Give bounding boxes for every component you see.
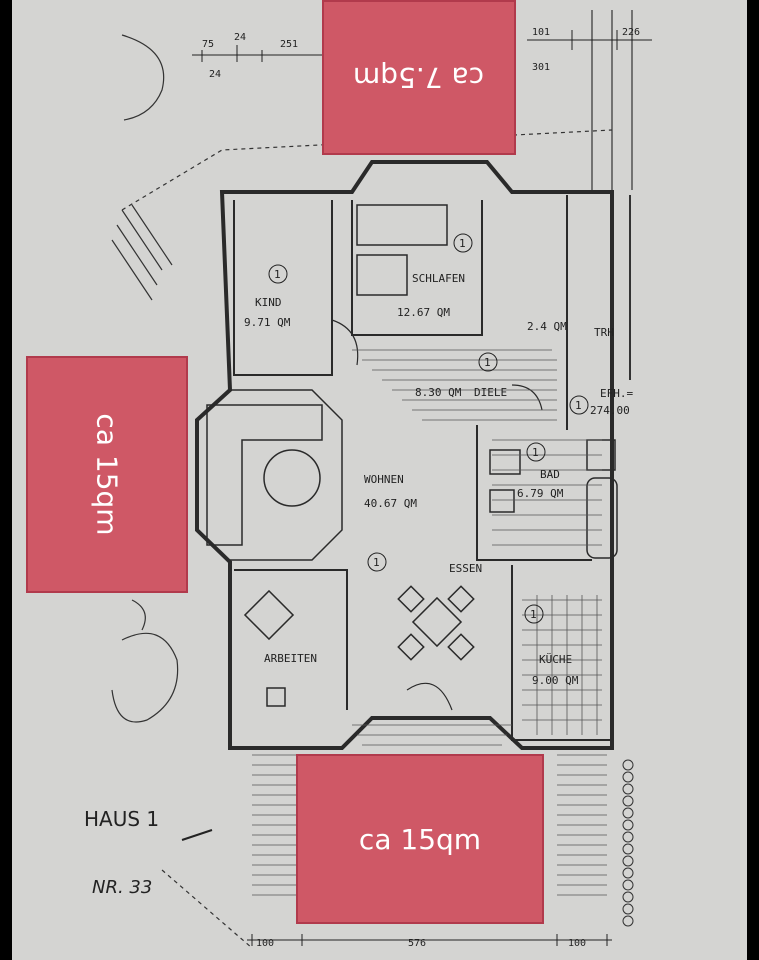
dim-bottom-left: 100: [256, 938, 274, 949]
overlay-left-text: ca 15qm: [90, 413, 124, 536]
wall-bad: [476, 425, 592, 561]
round-table: [263, 449, 321, 507]
dim-top-a: 75: [202, 39, 214, 50]
wall-kind: [233, 200, 333, 376]
trh-label: TRH: [594, 326, 614, 339]
floor-plan-drawing: 1 KIND 9.71 QM 1 SCHLAFEN 12.67 QM 1 8.3…: [84, 10, 652, 949]
kueche-label: KÜCHE: [539, 653, 572, 666]
kitchen-grid: [522, 595, 602, 735]
wohnen-num: 1: [373, 556, 380, 569]
wohnen-area: 40.67 QM: [364, 497, 417, 510]
dim-top-c: 251: [280, 39, 298, 50]
bad-label: BAD: [540, 468, 560, 481]
stair-left: [111, 204, 173, 301]
efh-label: EFH.=: [600, 387, 633, 400]
arbeiten-label: ARBEITEN: [264, 652, 317, 665]
dim-top-b: 24: [234, 32, 246, 43]
efh-value: 274.00: [590, 404, 630, 417]
schlafen-area: 12.67 QM: [397, 306, 450, 319]
dim-top-d: 24: [209, 69, 221, 80]
overlay-top-text: ca 7.5qm: [353, 61, 485, 94]
kueche-num: 1: [530, 608, 537, 621]
wall-arbeiten: [234, 569, 348, 710]
dim-top-f: 226: [622, 27, 640, 38]
wall-schlafen: [351, 200, 483, 336]
diele-label: DIELE: [474, 386, 507, 399]
tree-left: [111, 632, 179, 723]
overlay-left: ca 15qm: [26, 356, 188, 593]
terrace-hatch-right: [557, 754, 607, 896]
diele-hatch: [352, 349, 557, 421]
nr-note: NR. 33: [92, 877, 152, 898]
abstell-area: 2.4 QM: [527, 320, 567, 333]
wall-kueche: [511, 565, 612, 741]
floor-plan-paper: 1 KIND 9.71 QM 1 SCHLAFEN 12.67 QM 1 8.3…: [12, 0, 747, 960]
overlay-bottom-text: ca 15qm: [358, 822, 482, 856]
bad-num: 1: [532, 446, 539, 459]
bed: [356, 204, 448, 246]
schlafen-num: 1: [459, 237, 466, 250]
kueche-area: 9.00 QM: [532, 674, 579, 687]
outer-wall: [195, 160, 614, 750]
dining-table: [411, 596, 463, 648]
wohnen-label: WOHNEN: [364, 473, 404, 486]
haus-note: HAUS 1: [84, 807, 159, 831]
dim-bottom-mid: 576: [408, 938, 426, 949]
efh-num: 1: [575, 399, 582, 412]
bad-area: 6.79 QM: [517, 487, 564, 500]
dim-top-e: 101: [532, 27, 550, 38]
kind-label: KIND: [255, 296, 282, 309]
overlay-top: ca 7.5qm: [322, 0, 516, 155]
diele-num: 1: [484, 356, 491, 369]
essen-label: ESSEN: [449, 562, 482, 575]
tree-top-left: [121, 34, 165, 121]
diele-area: 8.30 QM: [415, 386, 462, 399]
sofa: [206, 404, 323, 546]
schlafen-label: SCHLAFEN: [412, 272, 465, 285]
kind-num: 1: [274, 268, 281, 281]
bay-left: [230, 389, 343, 561]
bathtub: [586, 477, 618, 559]
dim-bottom-right: 100: [568, 938, 586, 949]
dashed-bottom: [161, 869, 253, 949]
kind-area: 9.71 QM: [244, 316, 291, 329]
dim-top-g: 301: [532, 62, 550, 73]
overlay-bottom: ca 15qm: [296, 754, 544, 924]
terrace-hatch-left: [252, 754, 307, 896]
